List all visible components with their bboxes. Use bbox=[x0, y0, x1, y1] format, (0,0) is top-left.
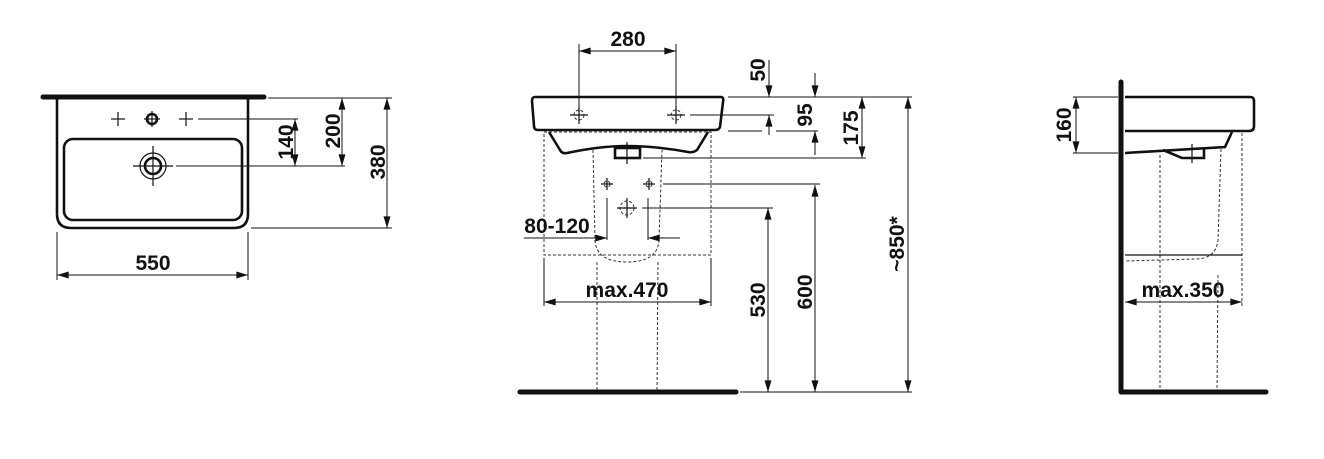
basin-front-outline bbox=[530, 95, 725, 132]
dim-80-120: 80-120 bbox=[524, 215, 589, 238]
dim-50: 50 bbox=[747, 58, 770, 81]
tap-marker-right-icon bbox=[179, 112, 193, 126]
supply-hole-right-icon bbox=[643, 178, 655, 190]
waste-outlet-icon bbox=[617, 198, 637, 218]
dim-160: 160 bbox=[1053, 107, 1076, 142]
dim-200: 200 bbox=[322, 113, 345, 148]
supply-hole-left-icon bbox=[601, 178, 613, 190]
basin-side-underside bbox=[1124, 131, 1234, 155]
side-view: 160 max.350 bbox=[1053, 79, 1269, 395]
dim-550: 550 bbox=[135, 252, 170, 275]
tap-hole-left-icon bbox=[570, 106, 588, 124]
tap-hole-right-icon bbox=[667, 106, 685, 124]
dim-max-350: max.350 bbox=[1142, 279, 1225, 302]
basin-outline bbox=[55, 98, 250, 230]
top-view: 140 200 380 550 bbox=[40, 94, 392, 280]
trap-side bbox=[1162, 148, 1206, 160]
bowl-outline bbox=[62, 137, 244, 222]
dim-95: 95 bbox=[794, 103, 817, 127]
basin-underside bbox=[547, 131, 710, 155]
dim-175: 175 bbox=[840, 110, 863, 145]
dim-max-470: max.470 bbox=[586, 279, 669, 302]
front-view: 280 50 95 175 ~850* 530 600 80-120 max.4… bbox=[517, 28, 912, 395]
dim-850: ~850* bbox=[886, 215, 909, 271]
basin-side-outline bbox=[1125, 95, 1256, 133]
tap-marker-left-icon bbox=[111, 112, 125, 126]
drain-icon bbox=[133, 146, 173, 186]
dim-600: 600 bbox=[794, 274, 817, 309]
dim-530: 530 bbox=[747, 282, 770, 317]
tap-hole-icon bbox=[144, 111, 160, 127]
dim-380: 380 bbox=[367, 144, 390, 179]
dim-280: 280 bbox=[610, 28, 645, 51]
dim-140: 140 bbox=[275, 124, 298, 159]
pedestal-side-profile bbox=[1124, 148, 1222, 262]
